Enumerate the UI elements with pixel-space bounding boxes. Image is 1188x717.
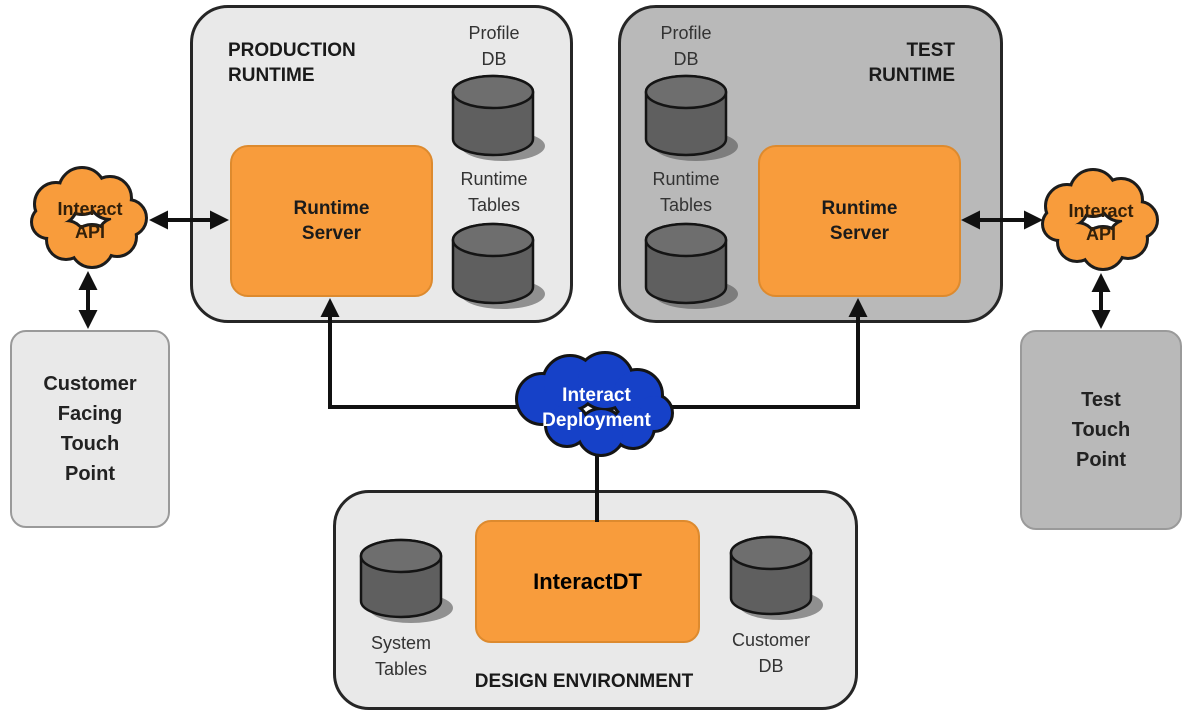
arrowhead-up-into-left-api <box>78 271 98 290</box>
arrowhead-right-into-api <box>1024 210 1043 230</box>
interact-api-label-left: Interact API <box>57 198 123 242</box>
interactdt-box <box>475 520 700 643</box>
interact-deployment-label: Interact Deployment <box>542 384 651 431</box>
deployment-to-test-server-line <box>672 316 860 409</box>
test-runtime-title: TEST RUNTIME <box>868 40 955 86</box>
design-environment-title: DESIGN ENVIRONMENT <box>474 671 694 692</box>
runtime-tables-label-production: Runtime Tables <box>460 169 528 215</box>
system-tables-label: System Tables <box>370 633 432 679</box>
profile-db-label-test: Profile DB <box>660 23 712 69</box>
production-runtime-title: PRODUCTION RUNTIME <box>228 40 356 86</box>
arrowhead-left-into-api <box>149 210 168 230</box>
interact-api-label-right: Interact API <box>1068 200 1134 244</box>
runtime-tables-label-test: Runtime Tables <box>652 169 720 215</box>
test-touch-point-label: Test Touch Point <box>1071 389 1131 471</box>
deployment-to-prod-server-line <box>328 316 520 409</box>
test-runtime-server-box <box>758 145 961 297</box>
production-runtime-server-label: Runtime Server <box>293 198 370 244</box>
interactdt-label: InteractDT <box>533 568 642 594</box>
arrowhead-up-into-right-api <box>1091 273 1111 292</box>
test-runtime-server-label: Runtime Server <box>821 198 898 244</box>
arrowhead-down-into-customer-touch <box>78 310 98 329</box>
arrowhead-down-into-test-touch <box>1091 310 1111 329</box>
customer-facing-touch-point-box <box>10 330 170 528</box>
customer-db-label: Customer DB <box>731 630 811 676</box>
profile-db-label-production: Profile DB <box>468 23 520 69</box>
test-touch-point-box <box>1020 330 1182 530</box>
production-runtime-server-box <box>230 145 433 297</box>
customer-facing-touch-point-label: Customer Facing Touch Point <box>43 373 137 485</box>
